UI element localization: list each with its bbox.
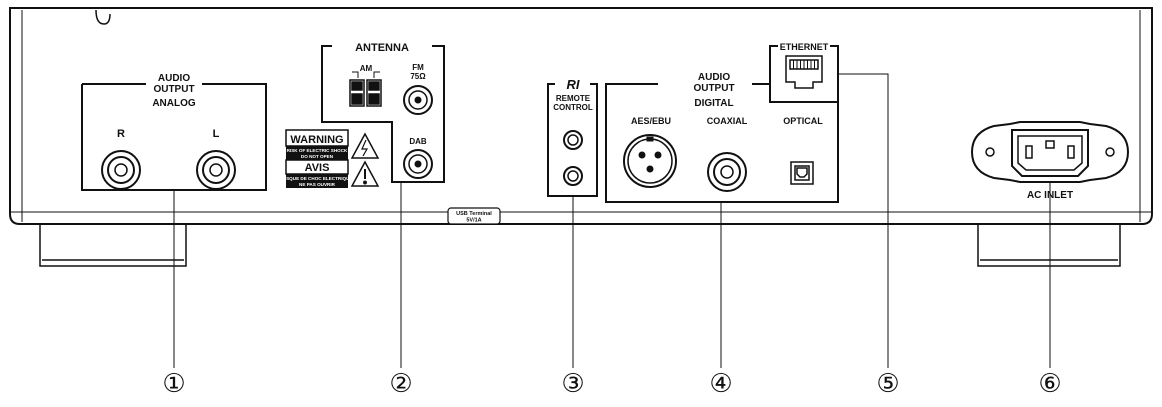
warning-label: WARNING RISK OF ELECTRIC SHOCK DO NOT OP… — [282, 129, 380, 188]
ethernet-port[interactable] — [785, 55, 823, 89]
leader-lines — [173, 73, 1051, 368]
warning-line-1: RISK OF ELECTRIC SHOCK — [287, 148, 348, 153]
analog-title-1: AUDIO — [158, 73, 190, 84]
feet — [39, 224, 1121, 267]
remote-label-2: CONTROL — [553, 103, 593, 112]
callouts: ① ② ③ ④ ⑤ ⑥ — [162, 369, 1061, 399]
antenna-title: ANTENNA — [355, 42, 409, 54]
analog-channel-l: L — [213, 128, 220, 140]
fm-impedance-label: 75Ω — [410, 72, 426, 81]
callout-2: ② — [389, 369, 412, 399]
remote-jack-2[interactable] — [563, 166, 583, 186]
digital-output-section: AUDIO OUTPUT DIGITAL AES/EBU COAXIAL OPT… — [605, 72, 839, 203]
dab-label: DAB — [409, 137, 427, 146]
analog-subtitle: ANALOG — [152, 98, 196, 109]
warning-line-2: DO NOT OPEN — [301, 154, 334, 159]
ethernet-title: ETHERNET — [780, 42, 829, 52]
digital-subtitle: DIGITAL — [694, 98, 733, 109]
digital-title-1: AUDIO — [698, 72, 730, 83]
warning-line-4: NE PAS OUVRIR — [299, 182, 336, 187]
antenna-section: ANTENNA AM FM 75Ω DAB — [321, 42, 445, 183]
warning-line-3: RISQUE DE CHOC ELECTRIQUE — [282, 176, 353, 181]
remote-jack-1[interactable] — [563, 130, 583, 150]
usb-terminal[interactable]: USB Terminal 5V/1A — [447, 207, 501, 225]
callout-4: ④ — [709, 369, 732, 399]
warning-title: WARNING — [290, 134, 343, 146]
callout-5: ⑤ — [876, 369, 899, 399]
rca-jack-l[interactable] — [196, 150, 236, 190]
am-label: AM — [360, 64, 373, 73]
usb-label-1: USB Terminal — [456, 211, 492, 217]
digital-title-2: OUTPUT — [693, 83, 734, 94]
callout-6: ⑥ — [1038, 369, 1061, 399]
analog-channel-r: R — [117, 128, 125, 140]
chassis — [9, 7, 1153, 225]
ethernet-section: ETHERNET — [769, 42, 839, 103]
avis-title: AVIS — [305, 162, 330, 174]
fm-label: FM — [412, 63, 424, 72]
coaxial-label: COAXIAL — [707, 116, 748, 126]
callout-1: ① — [162, 369, 185, 399]
usb-label-2: 5V/1A — [466, 218, 481, 224]
analog-title-2: OUTPUT — [153, 84, 194, 95]
remote-label-1: REMOTE — [556, 94, 591, 103]
xlr-aes-ebu-jack[interactable] — [623, 134, 677, 188]
caution-icon — [350, 160, 380, 187]
analog-output-section: AUDIO OUTPUT ANALOG R L — [81, 73, 267, 191]
aes-ebu-label: AES/EBU — [631, 116, 671, 126]
remote-control-section: RI REMOTE CONTROL — [547, 77, 598, 197]
ac-inlet-socket[interactable] — [1011, 129, 1089, 177]
coaxial-jack[interactable] — [707, 152, 747, 192]
shock-warning-icon — [350, 132, 380, 159]
optical-jack[interactable] — [790, 161, 814, 185]
fm-antenna-jack[interactable] — [403, 85, 433, 115]
am-antenna-terminal[interactable] — [349, 79, 382, 107]
ri-logo: RI — [567, 77, 580, 92]
callout-3: ③ — [561, 369, 584, 399]
dab-antenna-jack[interactable] — [403, 149, 433, 179]
optical-label: OPTICAL — [783, 116, 823, 126]
rca-jack-r[interactable] — [101, 150, 141, 190]
